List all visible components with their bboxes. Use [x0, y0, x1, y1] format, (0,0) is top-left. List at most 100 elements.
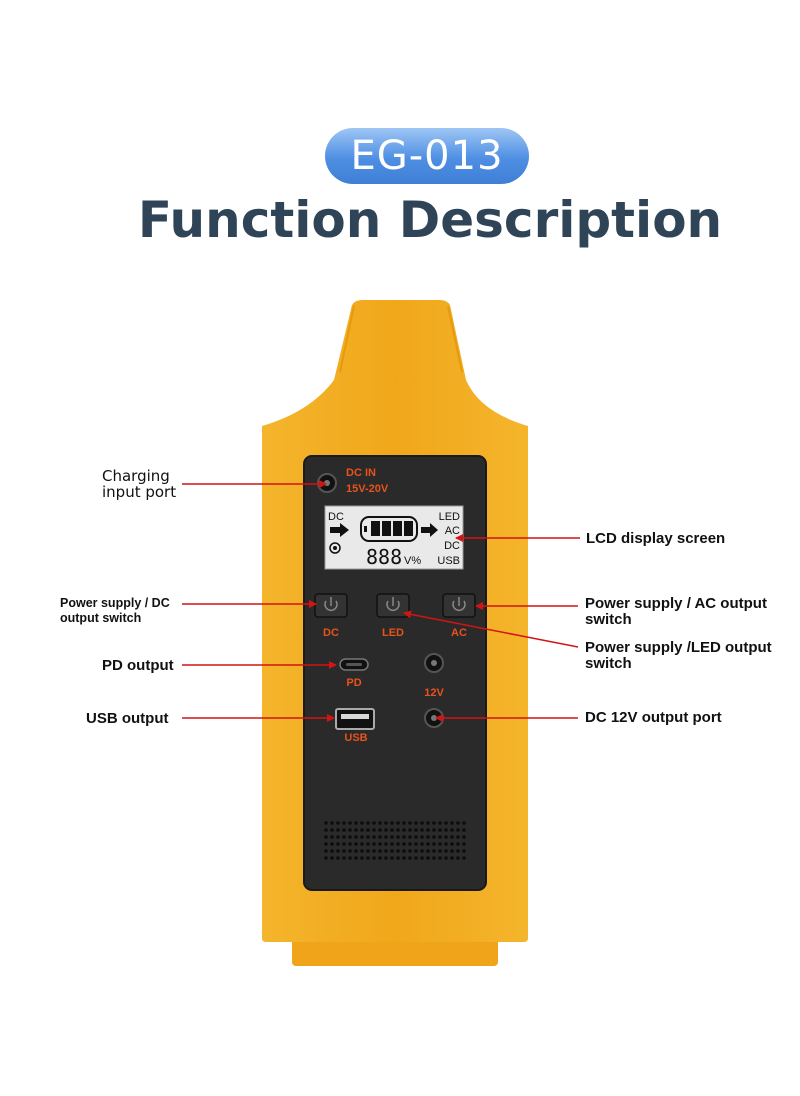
grille-hole — [426, 856, 430, 860]
grille-hole — [336, 828, 340, 832]
grille-hole — [408, 849, 412, 853]
grille-hole — [384, 842, 388, 846]
grille-hole — [324, 849, 328, 853]
grille-hole — [372, 856, 376, 860]
grille-hole — [366, 849, 370, 853]
grille-hole — [402, 821, 406, 825]
grille-hole — [378, 835, 382, 839]
dc-in-label: DC IN — [346, 467, 376, 479]
grille-hole — [360, 856, 364, 860]
grille-hole — [390, 842, 394, 846]
led-button-label: LED — [382, 627, 404, 639]
grille-hole — [414, 821, 418, 825]
grille-hole — [462, 828, 466, 832]
grille-hole — [456, 849, 460, 853]
grille-hole — [348, 828, 352, 832]
grille-hole — [402, 828, 406, 832]
grille-hole — [414, 835, 418, 839]
led-power-button[interactable] — [376, 593, 410, 618]
grille-hole — [432, 856, 436, 860]
grille-hole — [360, 821, 364, 825]
pd-port-label: PD — [346, 677, 361, 689]
grille-hole — [456, 856, 460, 860]
page-title: Function Description — [137, 191, 723, 249]
grille-hole — [444, 842, 448, 846]
callout-arrows — [182, 480, 580, 722]
grille-hole — [354, 842, 358, 846]
grille-hole — [432, 821, 436, 825]
grille-hole — [462, 856, 466, 860]
dc12v-output-port-label: DC 12V output port — [585, 709, 722, 726]
grille-hole — [378, 856, 382, 860]
grille-hole — [420, 821, 424, 825]
grille-hole — [330, 821, 334, 825]
grille-hole — [348, 856, 352, 860]
grille-hole — [438, 842, 442, 846]
grille-hole — [348, 849, 352, 853]
grille-hole — [324, 821, 328, 825]
lcd-ac-text: AC — [445, 525, 460, 537]
dc-power-button[interactable] — [314, 593, 348, 618]
grille-hole — [432, 849, 436, 853]
grille-hole — [372, 849, 376, 853]
grille-hole — [342, 842, 346, 846]
lcd-dc-text: DC — [328, 511, 344, 523]
grille-hole — [348, 842, 352, 846]
grille-hole — [420, 835, 424, 839]
grille-hole — [408, 856, 412, 860]
grille-hole — [384, 849, 388, 853]
grille-hole — [360, 849, 364, 853]
grille-hole — [420, 842, 424, 846]
grille-hole — [384, 828, 388, 832]
grille-hole — [330, 842, 334, 846]
grille-hole — [372, 828, 376, 832]
grille-hole — [342, 821, 346, 825]
grille-hole — [462, 849, 466, 853]
grille-hole — [450, 821, 454, 825]
usb-output-label: USB output — [86, 710, 169, 727]
ac-button-label: AC — [451, 627, 467, 639]
lcd-arrow-icon-2 — [421, 523, 438, 537]
pd-output-label: PD output — [102, 657, 174, 674]
grille-hole — [450, 856, 454, 860]
grille-hole — [336, 835, 340, 839]
grille-hole — [390, 856, 394, 860]
grille-hole — [450, 849, 454, 853]
lcd-arrow-icon — [330, 523, 349, 537]
grille-hole — [372, 821, 376, 825]
grille-hole — [396, 821, 400, 825]
grille-hole — [330, 856, 334, 860]
grille-hole — [372, 842, 376, 846]
grille-hole — [456, 842, 460, 846]
grille-hole — [420, 828, 424, 832]
grille-hole — [366, 856, 370, 860]
lcd-led-text: LED — [439, 511, 460, 523]
grille-hole — [414, 856, 418, 860]
grille-hole — [402, 849, 406, 853]
grille-hole — [342, 856, 346, 860]
grille-hole — [336, 856, 340, 860]
grille-hole — [414, 842, 418, 846]
grille-hole — [426, 849, 430, 853]
grille-hole — [396, 835, 400, 839]
grille-hole — [456, 828, 460, 832]
grille-hole — [390, 821, 394, 825]
grille-hole — [390, 849, 394, 853]
grille-hole — [438, 828, 442, 832]
lcd-units: V% — [404, 555, 421, 567]
model-badge: EG-013 — [325, 128, 529, 184]
grille-hole — [444, 828, 448, 832]
grille-hole — [390, 835, 394, 839]
grille-hole — [324, 842, 328, 846]
grille-hole — [462, 842, 466, 846]
lcd-dc2-text: DC — [444, 540, 460, 552]
grille-hole — [366, 835, 370, 839]
grille-hole — [336, 842, 340, 846]
grille-hole — [384, 821, 388, 825]
grille-hole — [408, 828, 412, 832]
ac-power-button[interactable] — [442, 593, 476, 618]
led-output-switch-label: Power supply /LED output switch — [585, 639, 772, 672]
ac-output-switch-label: Power supply / AC output switch — [585, 595, 767, 628]
grille-hole — [342, 828, 346, 832]
grille-hole — [456, 835, 460, 839]
